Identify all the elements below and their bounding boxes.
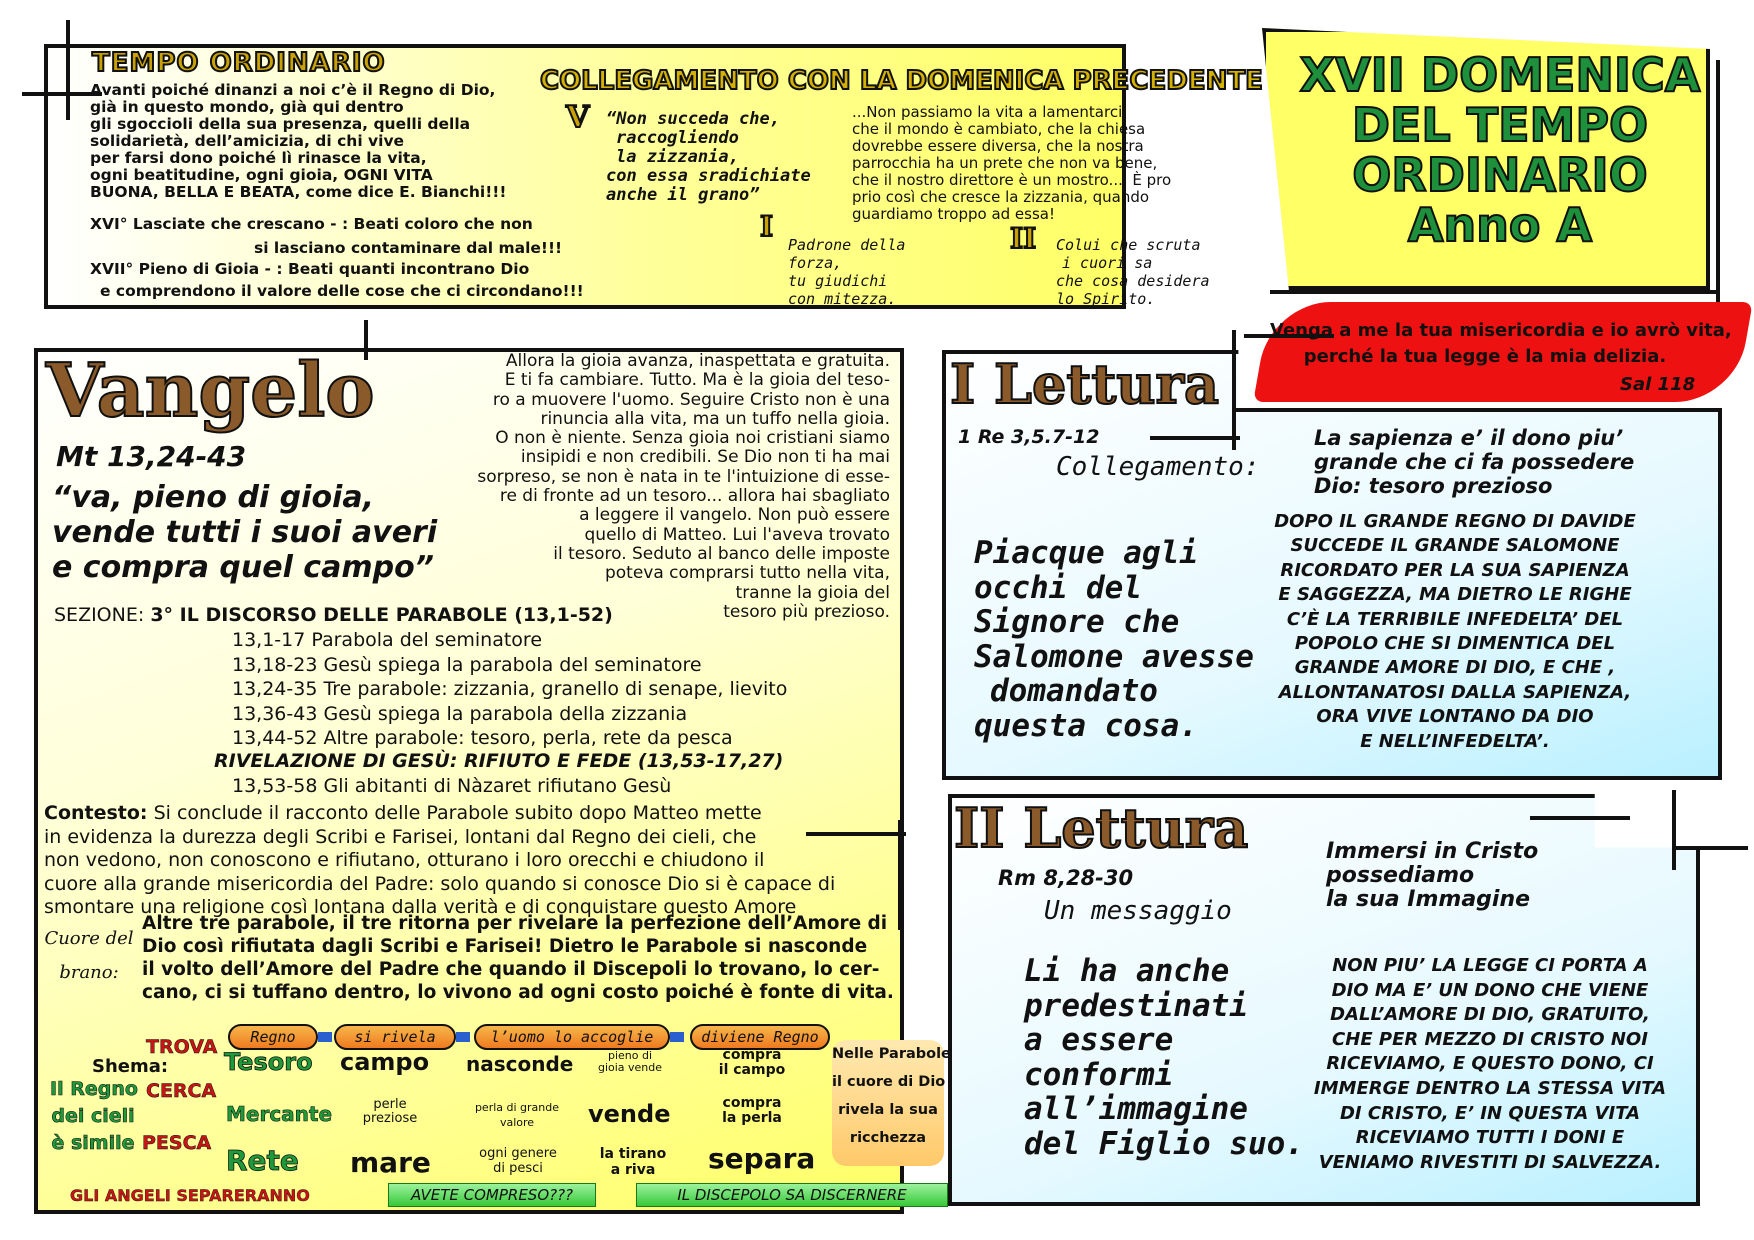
cuore-text: Altre tre parabole, il tre ritorna per r…	[142, 913, 894, 1003]
lettura1-ref: 1 Re 3,5.7-12	[958, 426, 1100, 448]
avete-compreso-button: AVETE COMPRESO???	[388, 1183, 596, 1207]
pill-diviene-regno: diviene Regno	[690, 1024, 830, 1050]
shema-place: campo	[340, 1048, 430, 1076]
vangelo-right-text: Allora la gioia avanza, inaspettata e gr…	[477, 351, 890, 622]
discepolo-discernere-button: IL DISCEPOLO SA DISCERNERE	[636, 1183, 948, 1207]
header-panel	[44, 44, 1126, 309]
pill-uomo-accoglie: l’uomo lo accoglie	[474, 1024, 670, 1050]
v-quote: “Non succeda che,raccogliendo la zizzani…	[606, 109, 811, 205]
shema-action: nasconde	[466, 1052, 574, 1076]
list-item: 13,24-35 Tre parabole: zizzania, granell…	[232, 678, 788, 701]
sezione-title: 3° IL DISCORSO DELLE PARABOLE (13,1-52)	[150, 604, 613, 626]
arrow-icon	[318, 1032, 332, 1042]
lettura1-panel	[942, 350, 1722, 780]
angeli-text: GLI ANGELI SEPARERANNO	[70, 1186, 310, 1205]
pill-regno: Regno	[228, 1024, 318, 1050]
list-item: 13,1-17 Parabola del seminatore	[232, 629, 543, 651]
lettura2-deco-line	[1696, 846, 1700, 1206]
lettura2-ref: Rm 8,28-30	[998, 866, 1134, 890]
xvi-line: XVI° Lasciate che crescano - : Beati col…	[90, 215, 563, 257]
ii-mark: II	[1009, 221, 1037, 256]
sezione-header: SEZIONE: 3° IL DISCORSO DELLE PARABOLE (…	[54, 604, 613, 626]
lettura1-title: I Lettura	[949, 351, 1220, 417]
sezione-list: 13,1-17 Parabola del seminatore 13,18-23…	[232, 628, 787, 751]
rivelazione-item: 13,53-58 Gli abitanti di Nàzaret rifiuta…	[232, 775, 672, 797]
salmo-ref: Sal 118	[1620, 374, 1696, 395]
vangelo-deco-line	[364, 320, 368, 360]
verb-pesca: PESCA	[142, 1132, 212, 1155]
lettura1-deco-line	[1232, 408, 1722, 412]
vangelo-title: Vangelo	[45, 347, 376, 435]
lettura2-title: II Lettura	[953, 795, 1249, 861]
i-mark: I	[759, 209, 774, 244]
lettura2-deco-line	[1530, 816, 1630, 820]
verb-cerca: CERCA	[146, 1080, 217, 1103]
vangelo-deco-line	[898, 820, 902, 930]
v-mark: V	[565, 99, 590, 136]
arrow-icon	[670, 1032, 684, 1042]
lettura1-tagline: La sapienza e’ il dono piu’grande che ci…	[1314, 426, 1635, 498]
verb-trova: TROVA	[146, 1036, 218, 1059]
lettura1-deco-line	[1232, 330, 1236, 450]
lettura2-deco-line	[1672, 846, 1748, 850]
header-deco-line	[66, 20, 70, 120]
shema-place: mare	[350, 1146, 431, 1179]
shema-subject: Tesoro	[224, 1048, 313, 1077]
lettura2-panel	[948, 794, 1700, 1206]
domenica-deco-line	[1716, 60, 1720, 320]
shema-result: separa	[708, 1142, 816, 1175]
lettura2-deco-line	[1672, 790, 1676, 870]
header-deco-line	[22, 92, 102, 96]
vangelo-panel	[34, 348, 904, 1214]
vangelo-quote: “va, pieno di gioia,vende tutti i suoi a…	[52, 480, 438, 585]
tempo-text: Avanti poiché dinanzi a noi c’è il Regno…	[90, 81, 507, 201]
list-item: 13,18-23 Gesù spiega la parabola del sem…	[232, 653, 702, 676]
arrow-icon	[456, 1032, 470, 1042]
shema-subject: Mercante	[226, 1102, 333, 1127]
list-item: 13,36-43 Gesù spiega la parabola della z…	[232, 702, 688, 725]
lettura1-deco-line	[1150, 436, 1240, 440]
lettura1-collegamento: Collegamento:	[1056, 452, 1260, 482]
shema-subject: Rete	[226, 1144, 300, 1178]
salmo-deco-line	[1244, 334, 1334, 338]
collegamento-title: COLLEGAMENTO CON LA DOMENICA PRECEDENTE	[539, 65, 1264, 97]
lettura2-messaggio: Un messaggio	[1044, 896, 1232, 926]
domenica-deco-line	[1270, 290, 1718, 294]
salmo-text: Venga a me la tua misericordia e io avrò…	[1270, 320, 1732, 367]
vangelo-ref: Mt 13,24-43	[56, 440, 247, 473]
xvii-line: XVII° Pieno di Gioia - : Beati quanti in…	[90, 260, 584, 300]
vangelo-deco-line	[806, 832, 906, 836]
rivelazione-title: RIVELAZIONE DI GESÙ: RIFIUTO E FEDE (13,…	[214, 750, 784, 772]
sezione-label: SEZIONE:	[54, 604, 145, 626]
list-item: 13,44-52 Altre parabole: tesoro, perla, …	[232, 727, 733, 750]
contesto-label: Contesto:	[44, 802, 148, 824]
shema-label: Shema:	[92, 1056, 169, 1077]
contesto-text: Contesto: Si conclude il racconto delle …	[44, 802, 836, 918]
shema-feeling: vende	[588, 1100, 671, 1128]
pill-si-rivela: si rivela	[334, 1024, 456, 1050]
lettura1-deco-line	[1718, 408, 1722, 780]
tempo-title: TEMPO ORDINARIO	[91, 47, 386, 79]
domenica-panel	[1262, 28, 1710, 290]
